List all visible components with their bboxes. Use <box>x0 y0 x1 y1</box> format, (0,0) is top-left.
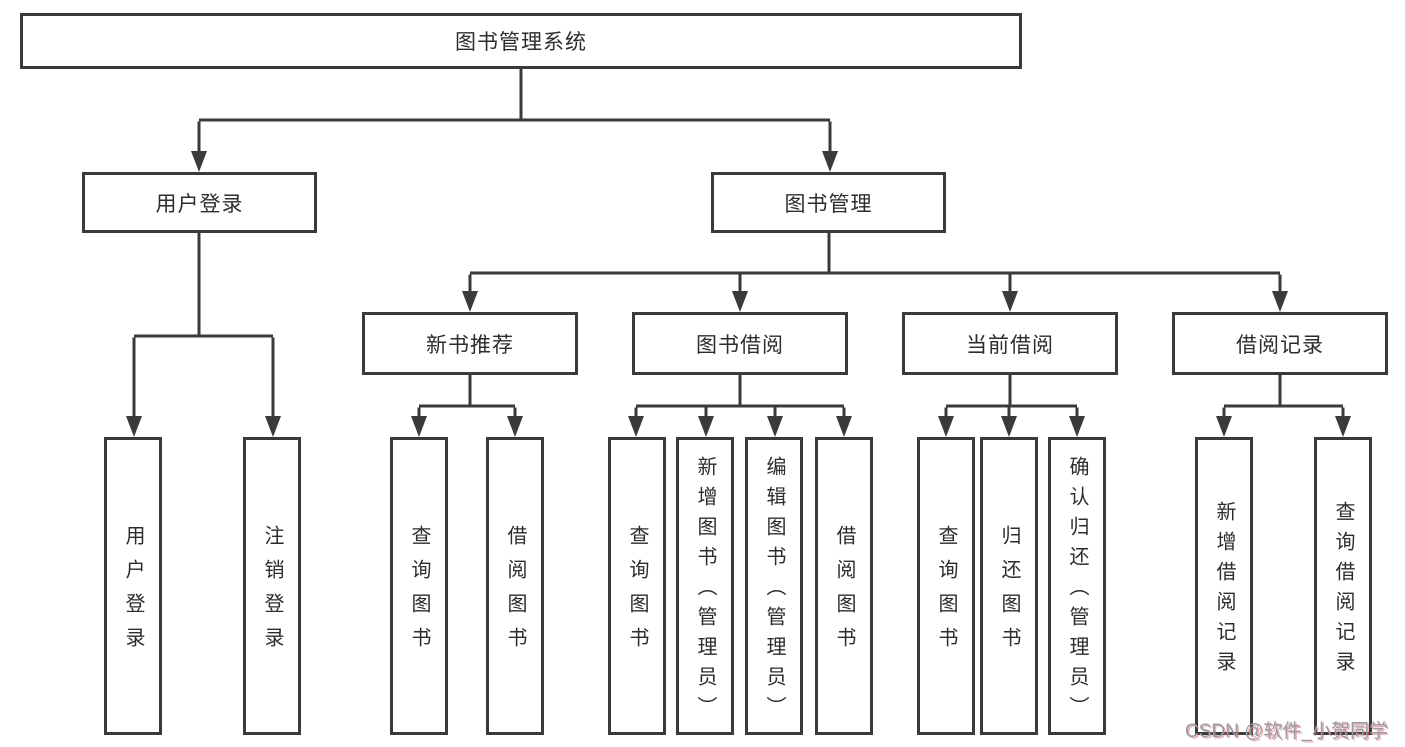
leaf-label: 查询图书 <box>408 525 430 661</box>
leaf-label: 查询图书 <box>935 525 957 661</box>
node-current-borrowing: 当前借阅 <box>902 312 1118 375</box>
node-user-login: 用户登录 <box>82 172 317 233</box>
leaf-label: 确认归还（管理员） <box>1066 456 1088 726</box>
leaf-label: 借阅图书 <box>833 525 855 661</box>
leaf-query-books-current: 查询图书 <box>917 437 975 735</box>
node-label: 图书管理 <box>784 192 873 216</box>
connector-lines <box>132 69 1345 421</box>
leaf-label: 编辑图书（管理员） <box>763 456 785 726</box>
connector-arrowheads <box>126 151 1351 437</box>
csdn-watermark: CSDN @软件_小贺同学 <box>1185 721 1388 742</box>
leaf-return-book: 归还图书 <box>980 437 1038 735</box>
leaf-query-borrow-record: 查询借阅记录 <box>1314 437 1372 735</box>
node-label: 借阅记录 <box>1236 333 1324 357</box>
node-book-borrowing: 图书借阅 <box>632 312 848 375</box>
leaf-borrow-books-borrow: 借阅图书 <box>815 437 873 735</box>
node-new-book-recommend: 新书推荐 <box>362 312 578 375</box>
leaf-add-book-admin: 新增图书（管理员） <box>676 437 734 735</box>
leaf-label: 用户登录 <box>122 525 144 661</box>
leaf-query-books-borrow: 查询图书 <box>608 437 666 735</box>
leaf-query-books-newrec: 查询图书 <box>390 437 448 735</box>
node-label: 图书管理系统 <box>455 31 587 54</box>
node-book-management: 图书管理 <box>711 172 946 233</box>
leaf-label: 借阅图书 <box>504 525 526 661</box>
leaf-borrow-books-newrec: 借阅图书 <box>486 437 544 735</box>
node-borrowing-records: 借阅记录 <box>1172 312 1388 375</box>
leaf-label: 查询借阅记录 <box>1332 501 1354 681</box>
node-book-management-system: 图书管理系统 <box>20 13 1022 69</box>
node-label: 图书借阅 <box>696 333 784 357</box>
leaf-label: 新增图书（管理员） <box>694 456 716 726</box>
leaf-label: 新增借阅记录 <box>1213 501 1235 681</box>
leaf-confirm-return-admin: 确认归还（管理员） <box>1048 437 1106 735</box>
leaf-user-login: 用户登录 <box>104 437 162 735</box>
node-label: 新书推荐 <box>426 333 514 357</box>
leaf-logout: 注销登录 <box>243 437 301 735</box>
leaf-edit-book-admin: 编辑图书（管理员） <box>745 437 803 735</box>
node-label: 用户登录 <box>155 192 244 216</box>
leaf-label: 查询图书 <box>626 525 648 661</box>
leaf-add-borrow-record: 新增借阅记录 <box>1195 437 1253 735</box>
leaf-label: 注销登录 <box>261 525 283 661</box>
node-label: 当前借阅 <box>966 333 1054 357</box>
leaf-label: 归还图书 <box>998 525 1020 661</box>
